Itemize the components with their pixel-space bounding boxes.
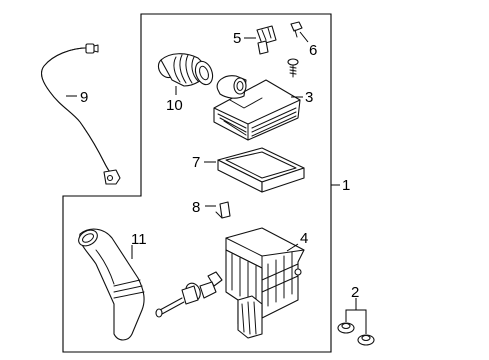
screw: [290, 21, 303, 38]
assembly-frame: [62, 13, 332, 353]
callout-labels: 1 2 3 4 5 6 7 8 9 10 11: [80, 30, 359, 301]
callout-8: 8: [192, 199, 200, 216]
sensor: [256, 25, 277, 55]
air-filter-element: [217, 147, 305, 193]
inlet-duct: [78, 228, 145, 341]
resonator-fittings: [155, 271, 223, 318]
callout-2: 2: [351, 284, 359, 301]
air-cleaner-lower-housing: [225, 227, 305, 339]
callout-4: 4: [300, 230, 308, 247]
grommet: [337, 322, 375, 346]
callout-6: 6: [309, 42, 317, 59]
air-intake-tube: [157, 53, 214, 87]
clip: [215, 201, 231, 219]
air-cleaner-cover: [213, 75, 301, 141]
cover-screw: [287, 58, 299, 78]
callout-1: 1: [342, 177, 350, 194]
callout-5: 5: [233, 30, 241, 47]
callout-10: 10: [166, 97, 183, 114]
callout-9: 9: [80, 89, 88, 106]
vent-hose: [41, 43, 121, 185]
callout-3: 3: [305, 89, 313, 106]
leader-lines: [66, 31, 367, 334]
callout-11: 11: [131, 231, 147, 248]
callout-7: 7: [192, 154, 200, 171]
